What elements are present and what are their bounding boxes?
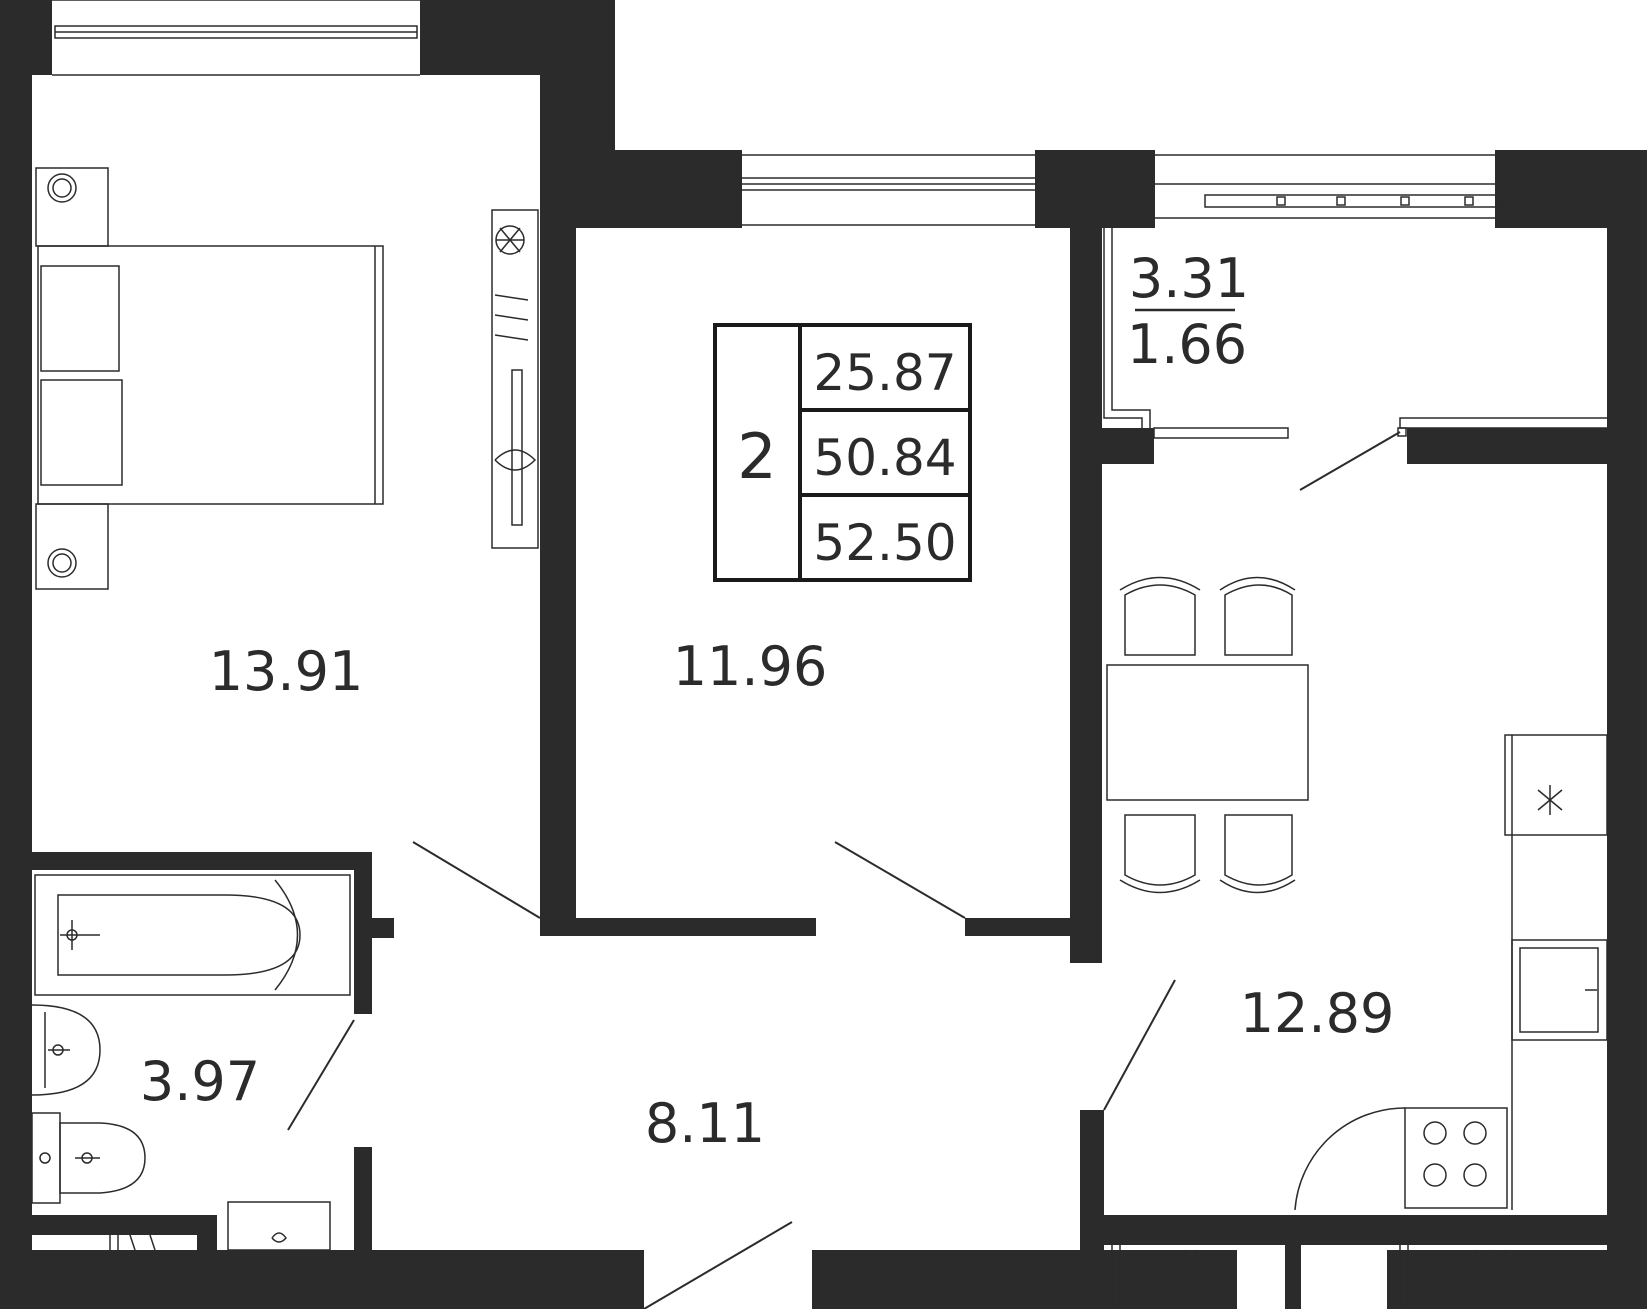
living-area: 25.87 [813,344,956,402]
bathroom-window-bottom [109,1234,156,1251]
window-bedroom-small [739,150,1037,228]
toilet [31,1112,146,1204]
summary-table: 2 25.87 50.84 52.50 [713,323,972,582]
doors [287,841,1176,1309]
room-area-bedroom-small: 11.96 [673,635,828,698]
rooms-count: 2 [737,420,776,493]
room-area-kitchen: 12.89 [1240,982,1395,1045]
room-area-hall: 8.11 [645,1092,765,1155]
nightstand-top [35,167,109,247]
kitchen-counter [1294,734,1608,1211]
bathtub [34,874,351,996]
wardrobe [491,209,539,549]
shower-cabinet [227,1201,331,1251]
balcony-area-label: 3.31 1.66 [1127,247,1249,376]
total-area: 50.84 [813,429,956,487]
window-balcony [1155,150,1502,228]
nightstand-bottom [35,503,109,590]
kitchen-window-bottom [1111,1245,1511,1309]
double-bed [37,245,384,505]
room-area-bedroom-large: 13.91 [209,640,364,703]
dining-table [1106,664,1309,801]
sink [31,1004,101,1096]
balcony-door [1103,228,1611,491]
total-area-with-balcony: 52.50 [813,514,956,572]
balcony-reduced-area: 1.66 [1127,313,1247,376]
window-bedroom-large [52,0,420,76]
room-area-bathroom: 3.97 [140,1050,260,1113]
balcony-area: 3.31 [1129,247,1249,310]
chairs [1119,576,1296,894]
